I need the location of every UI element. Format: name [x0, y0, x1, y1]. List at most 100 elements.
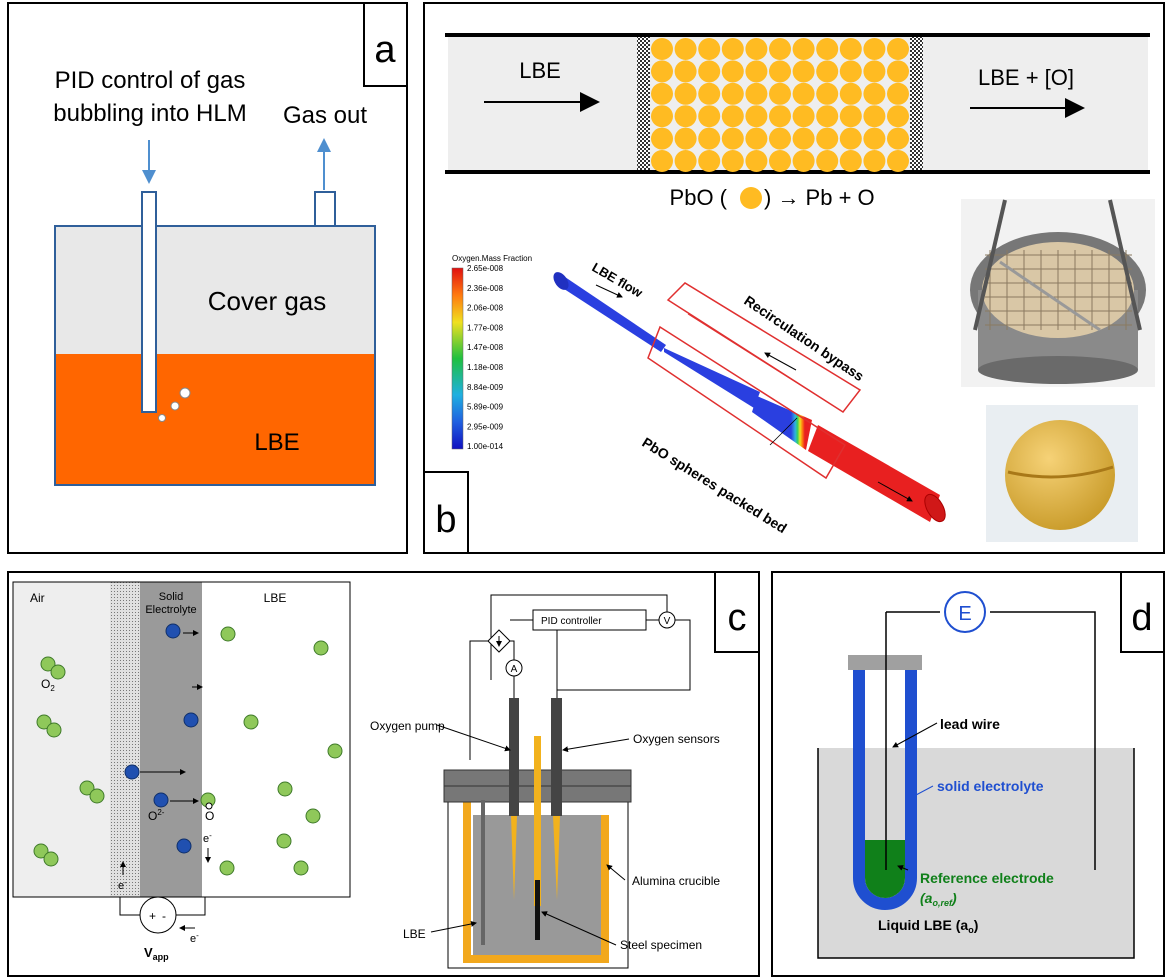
lbe-label: LBE	[254, 429, 299, 456]
voltage-source	[139, 896, 177, 934]
pbo-sphere	[792, 150, 815, 172]
oxygen-atom	[243, 714, 259, 730]
cfd-inlet-pipe	[558, 277, 666, 352]
pbo-sphere	[698, 38, 721, 60]
thermocouple	[481, 800, 485, 945]
oxide-ion	[176, 838, 192, 854]
gas-outlet-tube	[314, 191, 336, 227]
vsource-plus: +	[149, 909, 156, 923]
pbo-sphere	[816, 105, 839, 128]
gas-in-arrowhead	[142, 170, 156, 184]
panel-d-letter: d	[1131, 597, 1152, 639]
pbo-sphere	[839, 60, 862, 83]
oxide-ion	[165, 623, 181, 639]
oxide-ion	[124, 764, 140, 780]
sphere-seam	[1007, 465, 1114, 479]
oxide-ion	[183, 712, 199, 728]
panel-c-letter: c	[728, 597, 747, 639]
pbo-sphere	[674, 60, 697, 83]
cover-gas-label: Cover gas	[208, 286, 327, 316]
o2-molecule-atom	[43, 851, 59, 867]
pbo-sphere	[887, 127, 909, 150]
steel-specimen	[535, 880, 540, 940]
pbo-sphere	[839, 105, 862, 128]
colorbar-ticks: 2.65e-0082.36e-0082.06e-0081.77e-0081.47…	[467, 264, 504, 451]
pbo-sphere	[769, 82, 791, 105]
pbo-sphere	[792, 82, 815, 105]
inlet-flow-arrow	[595, 284, 623, 298]
pbo-sphere	[698, 150, 721, 172]
cfd-cone	[664, 348, 760, 408]
potentiometer	[944, 591, 986, 633]
cfd-model	[553, 272, 946, 523]
colorbar-tick-label: 1.77e-008	[467, 323, 504, 332]
pbo-sphere	[863, 38, 886, 60]
electrolyte-label-line2: Electrolyte	[145, 604, 196, 616]
lbe-label-c: LBE	[264, 591, 287, 605]
panel-b-letter-box	[423, 471, 469, 554]
panel-d: d E lead wire solid electrolyte Referenc…	[771, 571, 1165, 977]
colorbar-tick-label: 2.65e-008	[467, 264, 504, 273]
gas-out-label: Gas out	[283, 102, 367, 129]
crucible-wall-left	[463, 770, 471, 962]
pbo-sphere	[674, 150, 697, 172]
lbe-region	[55, 354, 375, 485]
panel-b: b LBE LBE + [O] PbO ( ) → Pb + O Oxygen.…	[423, 2, 1165, 554]
pbo-sphere	[769, 38, 791, 60]
bubble	[170, 401, 180, 411]
pbo-sphere	[887, 150, 909, 172]
pump-leader	[436, 724, 511, 752]
ammeter-wire	[510, 640, 515, 660]
vessel	[54, 225, 376, 486]
pbo-sphere	[721, 82, 744, 105]
pbo-sphere	[721, 38, 744, 60]
cfd-inlet-face	[553, 272, 569, 290]
pbo-sphere	[698, 60, 721, 83]
vapp-label: Vapp	[144, 945, 169, 962]
pbo-sphere	[651, 150, 673, 172]
pbo-sphere	[674, 105, 697, 128]
pbo-sphere	[816, 60, 839, 83]
colorbar-tick-label: 8.84e-009	[467, 383, 504, 392]
pbo-sphere	[769, 105, 791, 128]
lbe-crucible-label: LBE	[403, 927, 426, 941]
crucible-wall-right	[601, 815, 609, 962]
electron-label-circuit: e-	[190, 931, 199, 945]
bath-vessel	[817, 748, 1135, 959]
basket-rod-left	[973, 199, 1007, 331]
bypass-outline-inner	[687, 313, 833, 406]
pbo-sphere	[721, 60, 744, 83]
oxygen-atom	[276, 833, 292, 849]
panel-a-letter-box	[363, 2, 408, 87]
pbo-sphere	[863, 60, 886, 83]
ref-leader	[897, 865, 909, 871]
panel-c-letter-box	[714, 571, 760, 653]
bed-leader-line	[769, 417, 798, 446]
pbo-sphere	[792, 105, 815, 128]
pbo-sphere	[839, 82, 862, 105]
pbo-sphere	[792, 60, 815, 83]
o2-molecule-atom	[40, 656, 56, 672]
pbo-sphere	[1005, 420, 1115, 530]
lead-wire-label: lead wire	[940, 716, 1000, 732]
pbo-sphere	[816, 150, 839, 172]
pbo-sphere	[651, 38, 673, 60]
panel-a-letter: a	[374, 29, 396, 71]
cfd-outlet-face	[924, 493, 946, 523]
outlet-flow-arrow	[877, 481, 913, 502]
electrolyte-label: solid electrolyte	[937, 778, 1044, 794]
vsource-minus: -	[162, 909, 166, 923]
pbo-sphere	[839, 127, 862, 150]
pbo-sphere	[674, 82, 697, 105]
ref-label: Reference electrode	[920, 870, 1054, 886]
oxygen-atom	[293, 860, 309, 876]
pbo-sphere	[651, 105, 673, 128]
alumina-tube	[534, 736, 541, 906]
return-wire	[469, 640, 488, 760]
basket-rod-right	[1108, 199, 1142, 331]
colorbar-tick-label: 2.06e-008	[467, 304, 504, 313]
pbo-sphere	[745, 150, 768, 172]
o2-molecule-atom	[50, 664, 66, 680]
pbo-sphere	[651, 60, 673, 83]
